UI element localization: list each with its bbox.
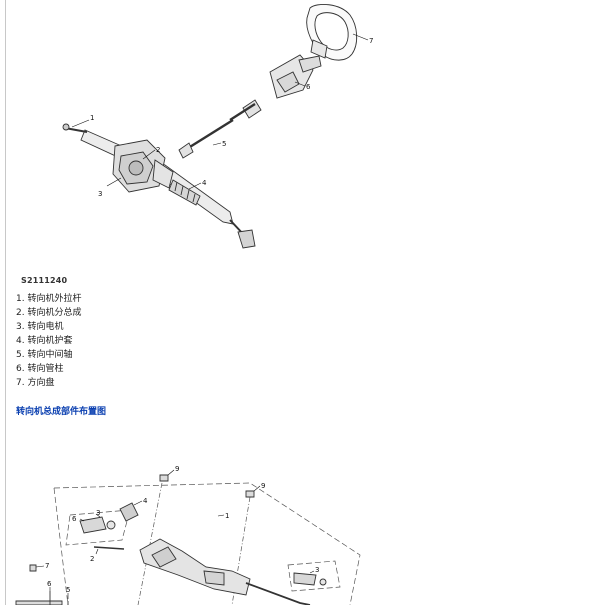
callout-1: 1 (225, 512, 229, 520)
steering-gear-exploded-illustration: 9 9 4 1 3 6 2 7 6 5 3 (15, 465, 361, 605)
callout-3a: 3 (96, 509, 100, 517)
steering-assembly-illustration: 1 2 3 4 5 6 7 (62, 3, 373, 249)
legend-item-5: 5. 转向中间轴 (16, 350, 73, 360)
legend-item-6: 6. 转向管柱 (16, 364, 64, 374)
callout-9b: 9 (261, 482, 265, 490)
callout-4: 4 (143, 497, 148, 505)
callout-6: 6 (306, 83, 311, 91)
callout-6b: 6 (47, 580, 52, 588)
callout-9a: 9 (175, 465, 179, 473)
figure-code: S2111240 (21, 276, 68, 285)
callout-6a: 6 (72, 515, 77, 523)
callout-7: 7 (45, 562, 49, 570)
legend-item-3: 3. 转向电机 (16, 322, 64, 332)
callout-4: 4 (202, 179, 207, 187)
legend-item-4: 4. 转向机护套 (16, 336, 73, 346)
callout-3: 3 (98, 190, 102, 198)
callout-1: 1 (90, 114, 94, 122)
section-heading-link[interactable]: 转向机总成部件布置图 (16, 407, 107, 417)
page-left-border (5, 0, 6, 605)
callout-2: 2 (156, 146, 160, 154)
legend-item-1: 1. 转向机外拉杆 (16, 294, 82, 304)
legend-item-2: 2. 转向机分总成 (16, 308, 82, 318)
callout-5: 5 (66, 586, 70, 594)
parts-legend: 1. 转向机外拉杆 2. 转向机分总成 3. 转向电机 4. 转向机护套 5. … (16, 292, 81, 390)
legend-item-7: 7. 方向盘 (16, 378, 55, 388)
callout-7: 7 (369, 37, 373, 45)
callout-5: 5 (222, 140, 226, 148)
callout-2: 2 (90, 555, 94, 563)
callout-3b: 3 (315, 566, 319, 574)
